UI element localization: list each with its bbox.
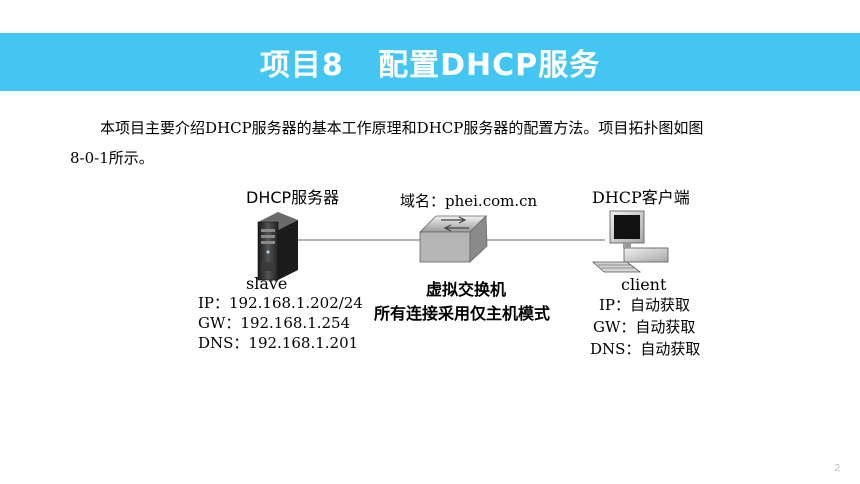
- client-hostname: client: [621, 275, 667, 294]
- switch-mode: 所有连接采用仅主机模式: [374, 304, 551, 323]
- server-title: DHCP服务器: [246, 188, 340, 207]
- server-gateway: GW：192.168.1.254: [198, 314, 351, 332]
- client-title: DHCP客户端: [592, 188, 690, 207]
- client-gateway: GW：自动获取: [593, 318, 696, 336]
- network-switch-icon: [419, 215, 488, 263]
- server-ip: IP：192.168.1.202/24: [198, 294, 363, 312]
- intro-line-2: 8-0-1所示。: [70, 149, 154, 167]
- page-title: 项目8 配置DHCP服务: [259, 48, 601, 83]
- client-dns: DNS：自动获取: [590, 340, 701, 358]
- domain-label: 域名：phei.com.cn: [400, 192, 538, 210]
- desktop-computer-icon: [591, 210, 669, 273]
- server-hostname: slave: [246, 274, 288, 293]
- page-number: 2: [834, 463, 840, 474]
- server-dns: DNS：192.168.1.201: [198, 334, 359, 352]
- title-bar: 项目8 配置DHCP服务: [0, 33, 860, 91]
- intro-paragraph: 本项目主要介绍DHCP服务器的基本工作原理和DHCP服务器的配置方法。项目拓扑图…: [70, 113, 810, 173]
- server-tower-icon: [257, 212, 298, 281]
- switch-name: 虚拟交换机: [426, 280, 507, 299]
- intro-line-1: 本项目主要介绍DHCP服务器的基本工作原理和DHCP服务器的配置方法。项目拓扑图…: [100, 119, 704, 137]
- client-ip: IP：自动获取: [599, 296, 691, 314]
